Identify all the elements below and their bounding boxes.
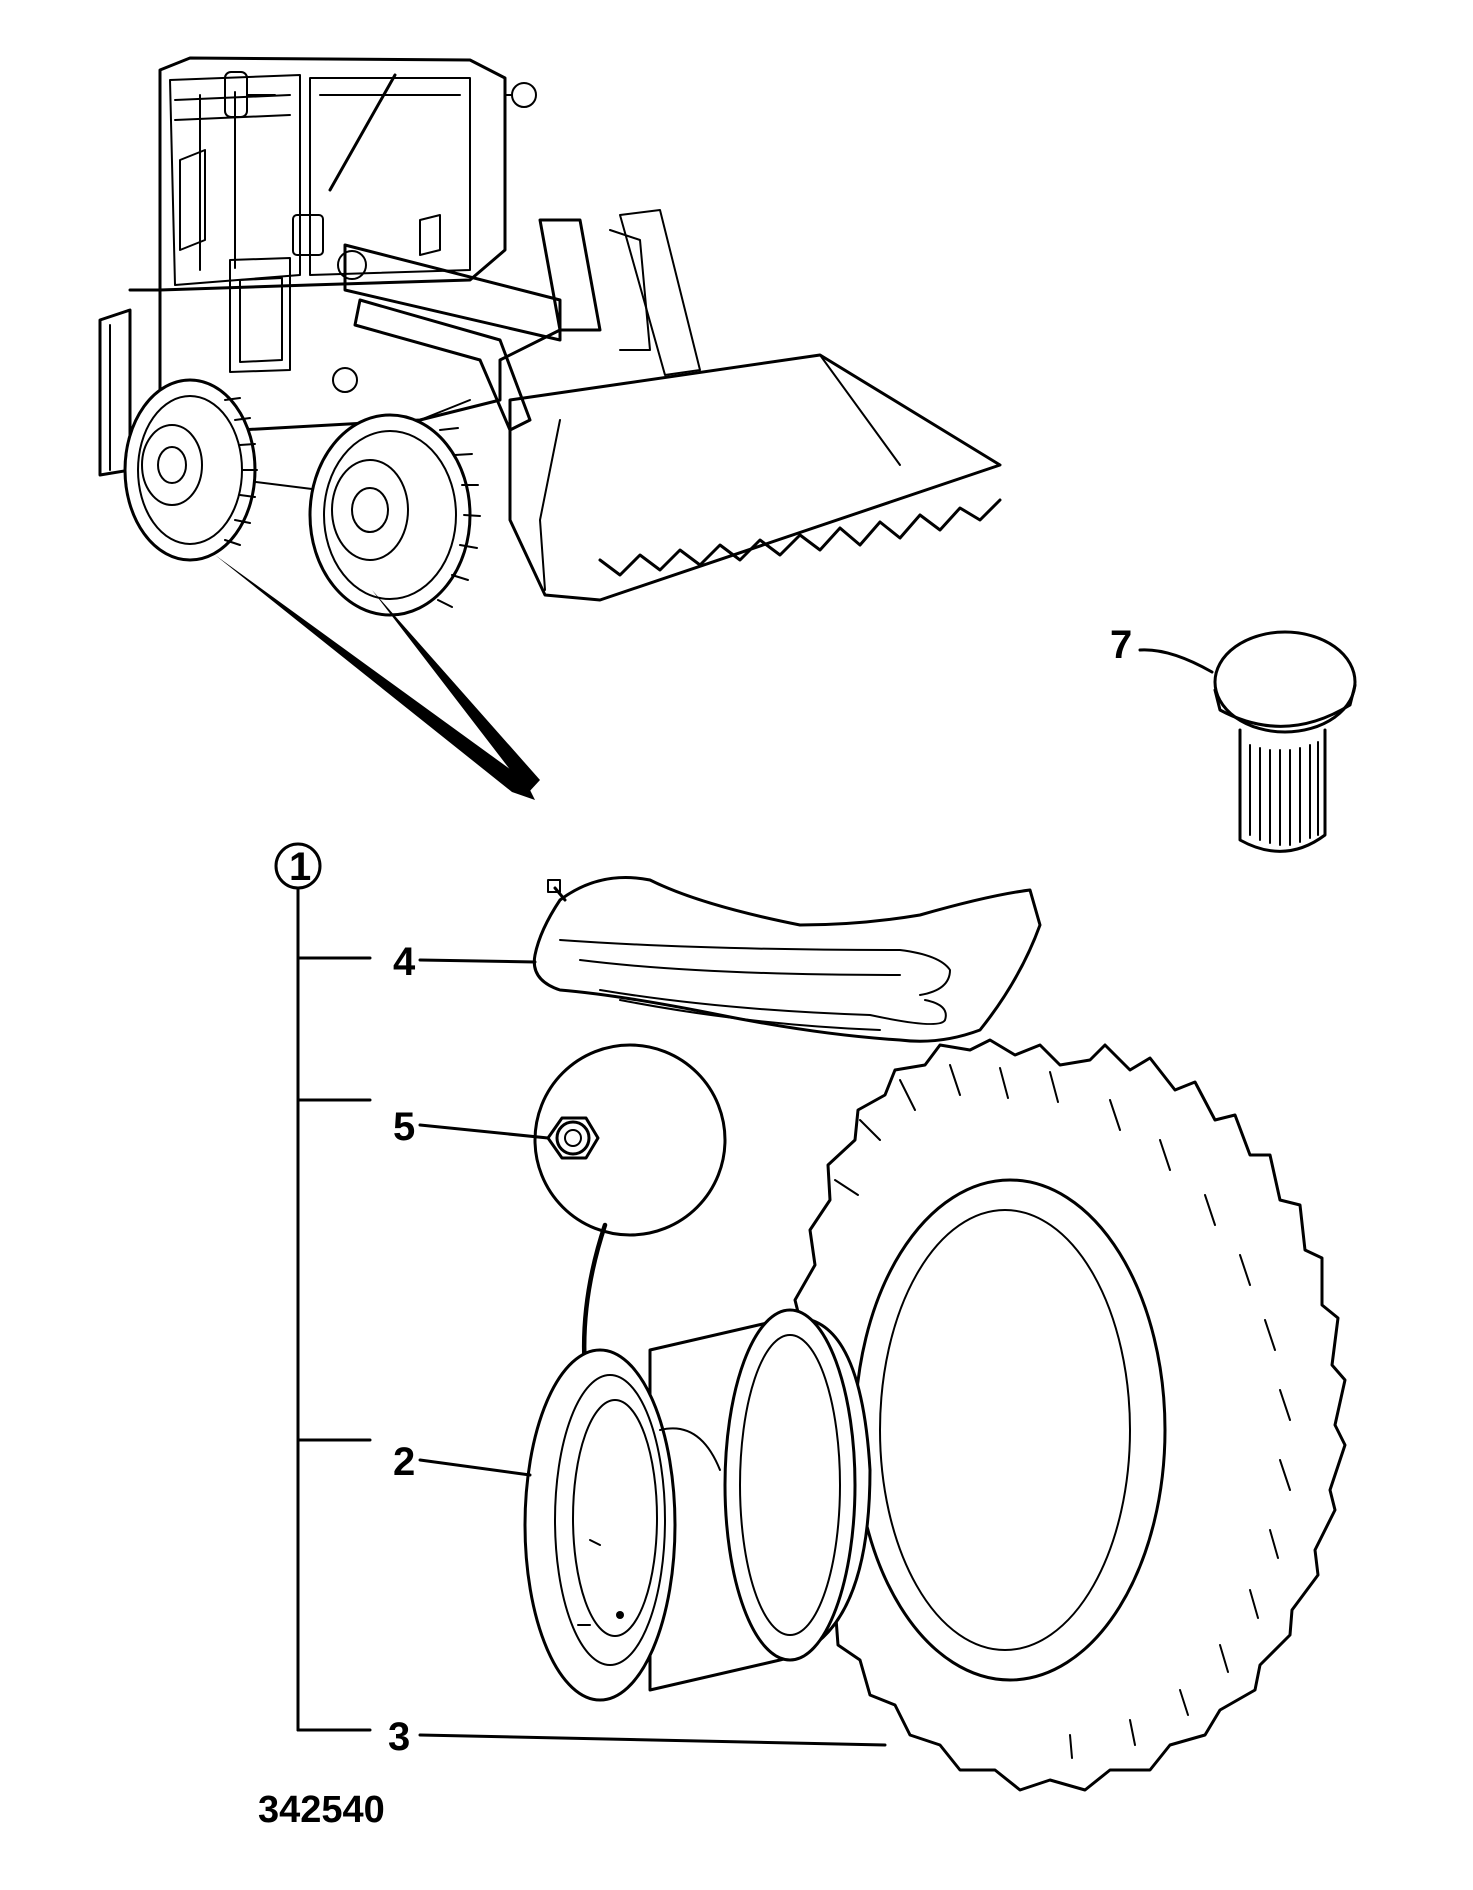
valve-cap-part [1213,630,1357,853]
callout-7: 7 [1110,623,1132,667]
wheel-rim-part [523,1308,872,1702]
tyre-part [788,1038,1347,1792]
cab [158,56,537,373]
callout-3: 3 [388,1715,410,1759]
callout-4: 4 [393,940,416,984]
callout-5: 5 [393,1105,415,1149]
callout-2: 2 [393,1440,415,1484]
loader-bucket [508,353,1002,602]
loader-arm [332,209,701,432]
loader-machine-illustration [98,56,1002,800]
inner-tube-part [532,876,1042,1043]
wheel-pointer-lines [215,555,540,800]
callout-1: 1 [289,845,311,889]
front-wheel [308,413,481,617]
callout-bracket [274,842,372,1732]
leader-lines [418,648,1214,1747]
figure-number: 342540 [258,1789,385,1831]
rear-wheel [123,378,258,562]
